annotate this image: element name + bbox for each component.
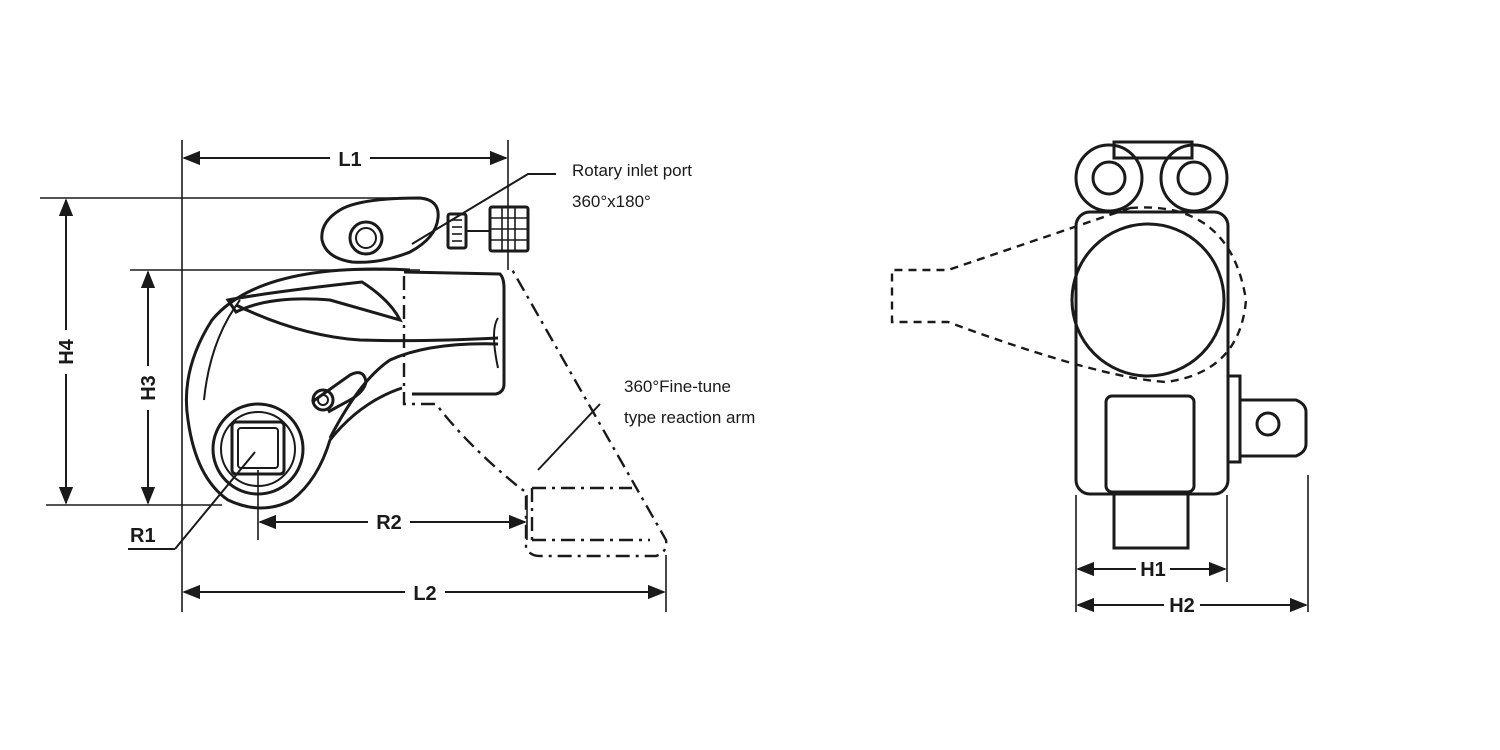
dimension-label-h2: H2	[1169, 595, 1195, 617]
dimension-label-h1: H1	[1140, 559, 1166, 581]
dimension-label-l2: L2	[413, 583, 436, 605]
top-lug-bridge	[1112, 140, 1194, 160]
dimension-label-h4: H4	[56, 338, 78, 364]
swivel-head	[320, 196, 440, 264]
square-drive-inner	[237, 427, 279, 469]
reaction-arm-label-line2: type reaction arm	[624, 408, 755, 427]
drive-shaft	[1112, 492, 1190, 550]
inlet-port-leader	[411, 173, 556, 245]
right-lug-outer	[1159, 143, 1229, 213]
dimension-label-r1: R1	[130, 525, 156, 547]
tool-lower-arc	[328, 342, 499, 439]
side-pin	[1240, 398, 1308, 458]
reaction-arm-label-line1: 360°Fine-tune	[624, 377, 731, 396]
reaction-pin-outer	[311, 388, 335, 412]
front-reaction-arm-outline	[890, 206, 1248, 384]
side-pin-plate	[1226, 374, 1242, 464]
cylinder-circle	[1070, 222, 1226, 378]
cylinder-block	[403, 270, 506, 396]
reaction-arm-outline	[402, 265, 668, 558]
front-housing	[1074, 210, 1230, 496]
swivel-hole-inner	[355, 227, 377, 249]
tool-mid-end	[493, 317, 499, 369]
right-lug-hole	[1176, 160, 1212, 196]
dimension-label-r2: R2	[376, 512, 402, 534]
left-lug-outer	[1074, 143, 1144, 213]
swivel-hole-outer	[348, 220, 384, 256]
inlet-port-label-line1: Rotary inlet port	[572, 161, 692, 180]
reaction-pin-inner	[317, 394, 329, 406]
tool-upper-lip	[225, 280, 403, 323]
dimension-label-h3: H3	[138, 375, 160, 401]
coupler-small	[446, 212, 468, 250]
drive-ring-inner	[220, 411, 296, 487]
front-view: H1 H2	[890, 140, 1309, 617]
tool-mid-arc	[235, 303, 499, 343]
lower-block	[1104, 394, 1196, 494]
inlet-port-label-line2: 360°x180°	[572, 192, 651, 211]
tool-inner-arc	[203, 299, 241, 401]
drive-ring-outer	[211, 402, 305, 496]
left-lug-hole	[1091, 160, 1127, 196]
square-drive	[230, 420, 286, 476]
reaction-link	[311, 371, 368, 414]
side-pin-hole	[1255, 411, 1281, 437]
reaction-arm-leader	[537, 403, 601, 471]
side-view: L1 L2 R2 H4 H3 R1	[40, 140, 755, 612]
dimension-label-l1: L1	[338, 149, 361, 171]
